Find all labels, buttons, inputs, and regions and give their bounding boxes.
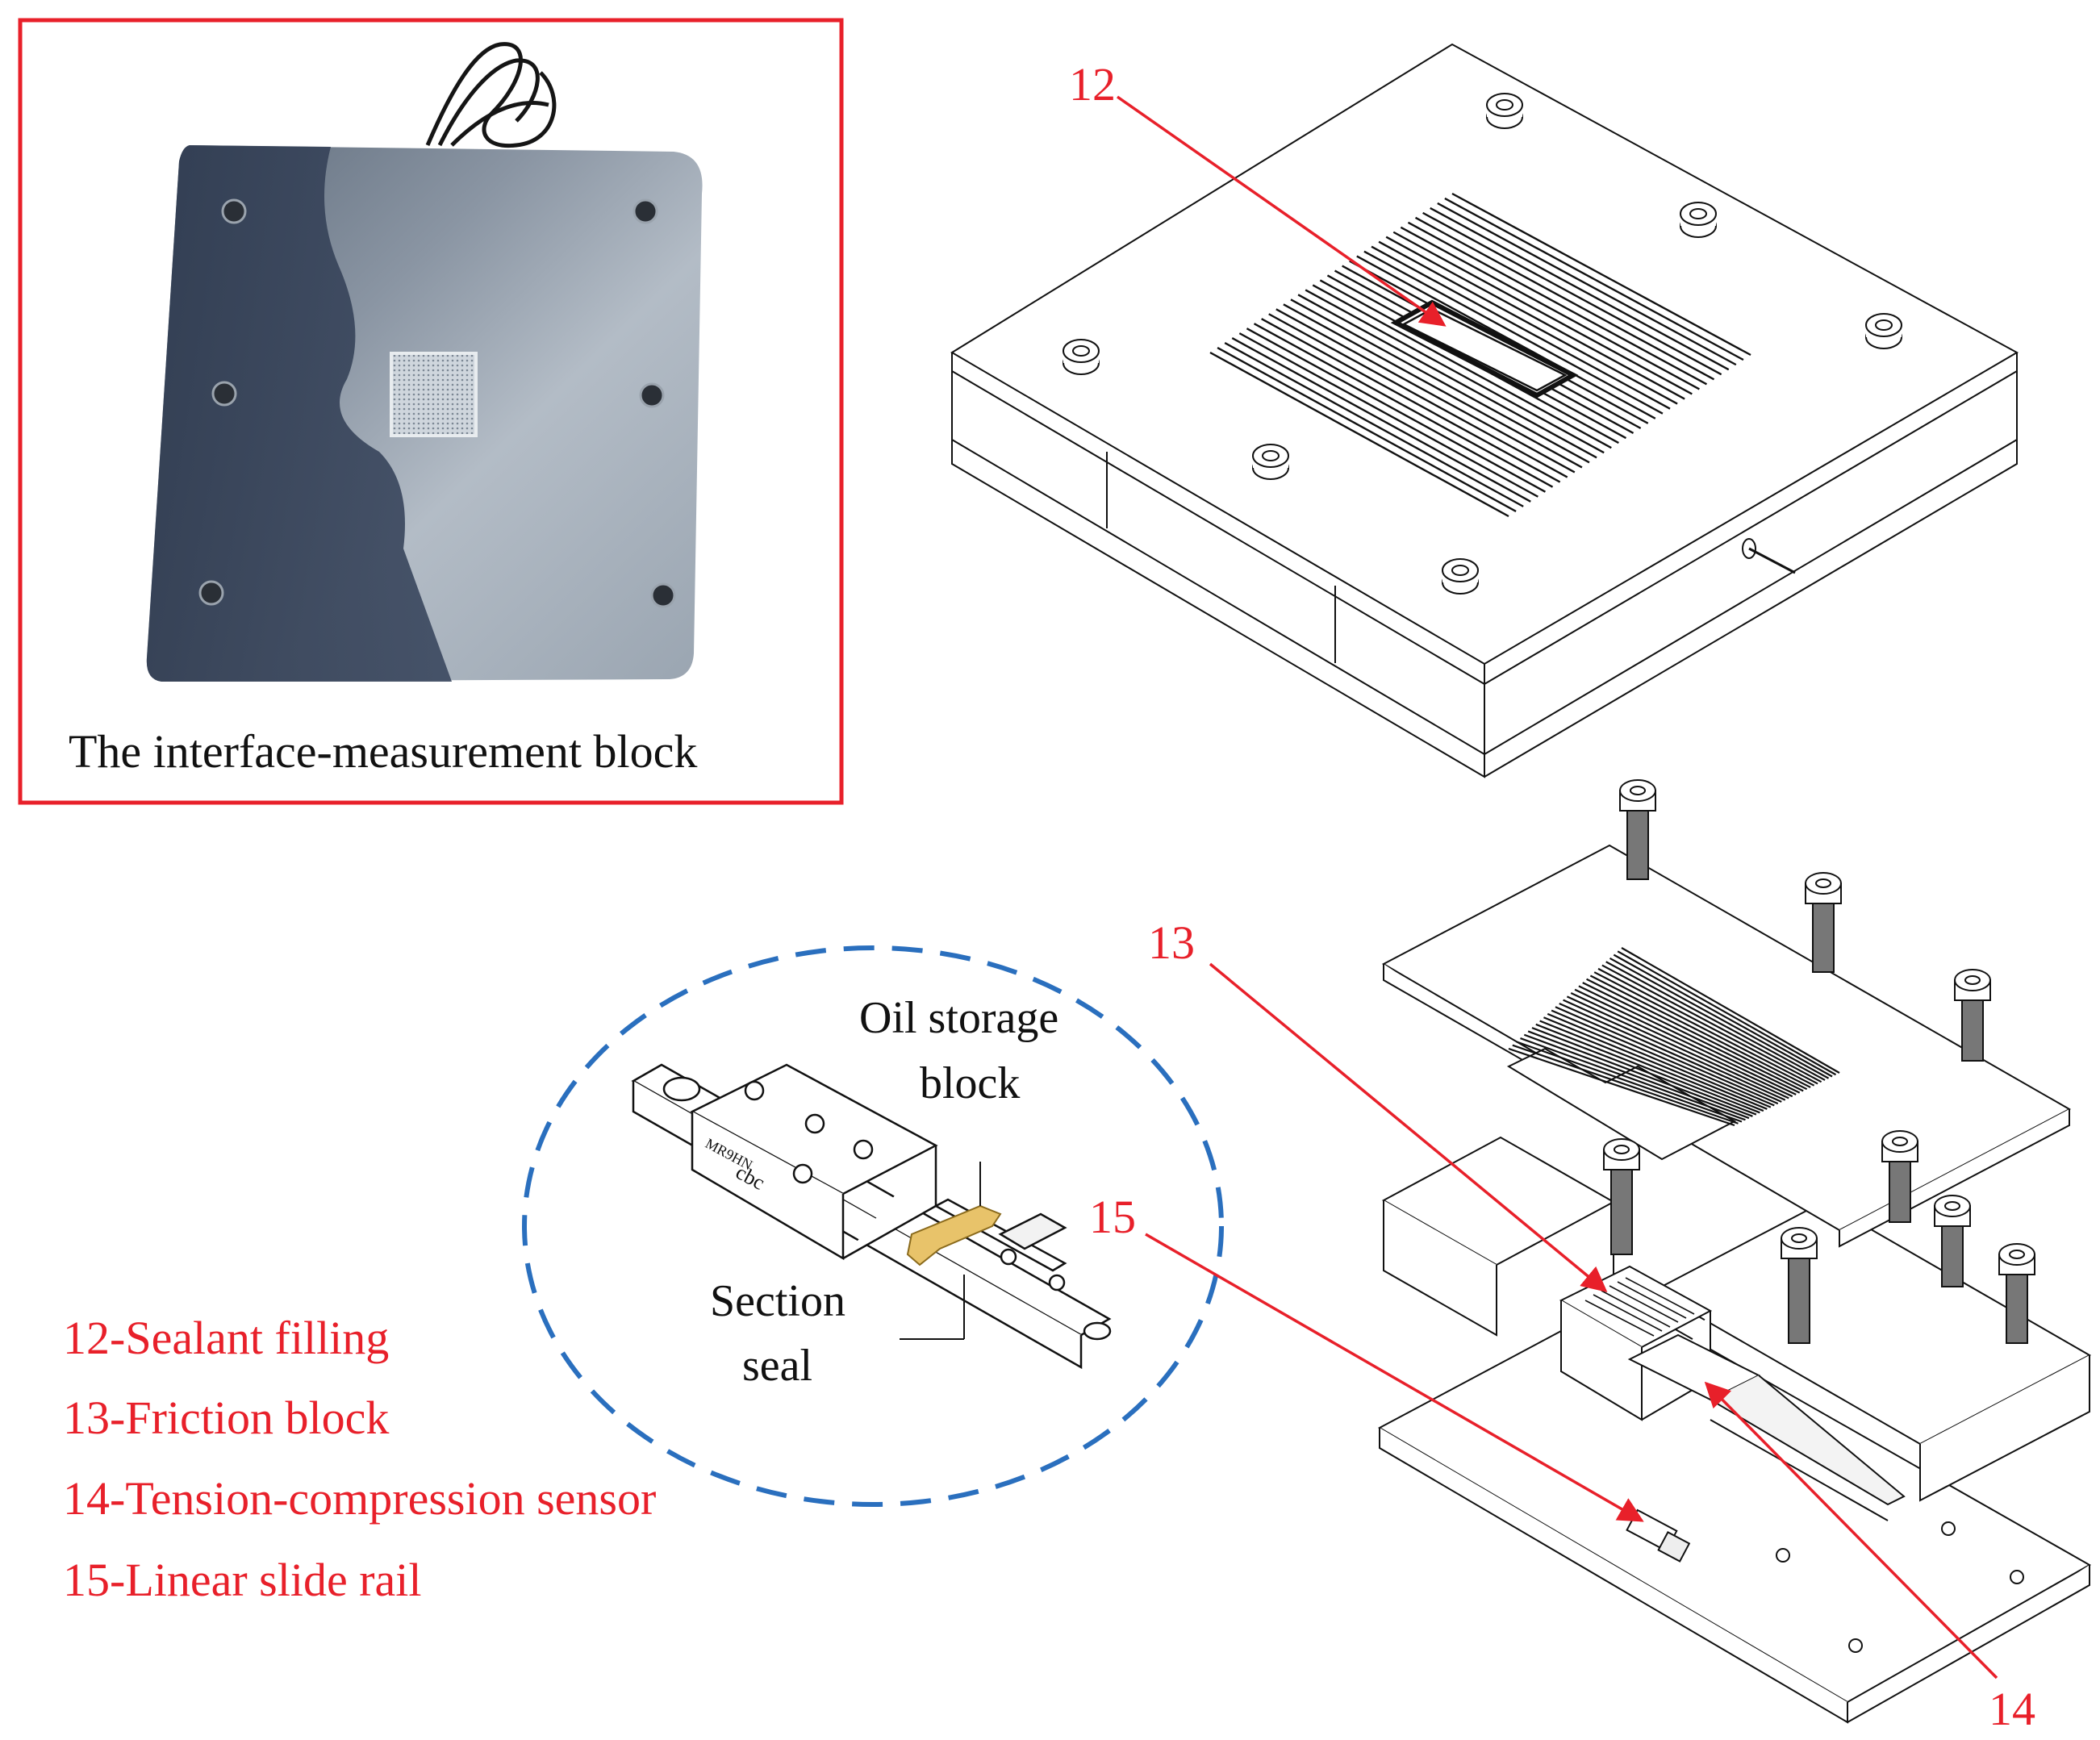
groove-line (1582, 982, 1804, 1092)
groove-line (1523, 1033, 1750, 1120)
callout-13: 13 (1148, 916, 1195, 969)
callout-14: 14 (1989, 1683, 2035, 1735)
groove-line (1559, 1002, 1782, 1103)
section-seal-label-line1: Section (710, 1276, 845, 1326)
groove-line (1231, 337, 1531, 503)
top-screw-heads (1063, 93, 1902, 595)
photo-caption: The interface-measurement block (69, 725, 698, 778)
exploded-fixture-drawing (1377, 844, 2092, 1724)
groove-line (1290, 298, 1590, 464)
screw-thread-icon (1961, 995, 1984, 1062)
screw-thread-icon (1941, 1221, 1964, 1287)
groove-line (1578, 985, 1801, 1094)
screw-thread-icon (1812, 899, 1835, 973)
groove-line (1253, 323, 1554, 488)
groove-line (1444, 197, 1744, 361)
groove-line (1621, 947, 1840, 1074)
groove-line (1520, 1037, 1746, 1121)
groove-line (1589, 974, 1811, 1088)
groove-line (1551, 1009, 1775, 1107)
groove-line (1613, 953, 1833, 1078)
screw-thread-icon (1626, 806, 1649, 880)
exploded-grooves (1508, 947, 1840, 1127)
groove-line (1601, 964, 1822, 1083)
groove-line (1261, 318, 1561, 483)
callout-arrows (1116, 95, 1998, 1679)
groove-line (1566, 995, 1789, 1099)
photo-bolts (198, 198, 676, 608)
groove-line (1597, 967, 1818, 1085)
screw-thread-icon (2006, 1270, 2028, 1344)
photo-shadow (146, 145, 452, 682)
groove-line (1414, 216, 1715, 381)
groove-line (1371, 245, 1671, 410)
groove-line (1268, 313, 1568, 478)
groove-line (1407, 221, 1708, 386)
arrow-15 (1145, 1233, 1644, 1522)
groove-line (1593, 971, 1815, 1087)
assembled-fixture-drawing (950, 43, 2019, 778)
oil-storage-block-part (906, 1204, 1002, 1266)
groove-line (1378, 240, 1678, 405)
groove-line (1609, 957, 1830, 1079)
groove-line (1217, 346, 1517, 512)
groove-line (1275, 308, 1576, 474)
legend-item-13: 13-Friction block (63, 1392, 390, 1444)
groove-line (1508, 1047, 1735, 1127)
groove-line (1430, 207, 1730, 371)
groove-line (1527, 1030, 1753, 1117)
sensor-cable (425, 42, 557, 148)
groove-line (1283, 303, 1583, 469)
groove-line (1574, 988, 1797, 1095)
screw-thread-icon (1788, 1254, 1810, 1344)
oil-storage-label-line1: Oil storage (859, 993, 1059, 1043)
groove-line (1356, 255, 1656, 419)
groove-line (1543, 1016, 1768, 1110)
groove-line (1547, 1012, 1772, 1108)
callout-15: 15 (1089, 1191, 1136, 1243)
groove-line (1531, 1027, 1757, 1116)
groove-line (1392, 231, 1693, 395)
groove-line (1535, 1023, 1760, 1114)
section-seal-label-line2: seal (742, 1341, 813, 1391)
groove-line (1224, 342, 1524, 507)
groove-line (1363, 250, 1664, 415)
groove-line (1437, 202, 1737, 366)
screw-thread-icon (1610, 1165, 1633, 1255)
groove-line (1570, 992, 1793, 1098)
groove-line (1605, 961, 1826, 1081)
screw-thread-icon (1889, 1157, 1911, 1223)
groove-line (1305, 289, 1605, 454)
groove-line (1312, 284, 1612, 449)
groove-line (1555, 1006, 1779, 1105)
groove-line (1209, 351, 1509, 518)
photo-mesh-window (390, 352, 478, 437)
legend-item-12: 12-Sealant filling (63, 1312, 390, 1364)
groove-line (1385, 236, 1685, 400)
groove-line (1297, 294, 1597, 459)
groove-line (1512, 1044, 1739, 1125)
groove-line (1617, 950, 1837, 1076)
groove-line (1539, 1020, 1764, 1112)
photo-panel (18, 18, 844, 805)
groove-line (1586, 978, 1808, 1091)
groove-line (1516, 1041, 1743, 1123)
groove-line (1238, 332, 1538, 498)
groove-line (1422, 211, 1722, 376)
oil-storage-label-line2: block (920, 1058, 1021, 1108)
arrow-13 (1209, 962, 1608, 1293)
arrow-14 (1704, 1381, 1998, 1679)
groove-line (1400, 226, 1700, 390)
legend-item-14: 14-Tension-compression sensor (63, 1472, 657, 1525)
exploded-screws (1603, 779, 2035, 1344)
legend-item-15: 15-Linear slide rail (63, 1554, 422, 1606)
groove-line (1451, 192, 1751, 357)
groove-line (1563, 999, 1786, 1101)
groove-line (1246, 328, 1547, 493)
arrow-12 (1116, 95, 1447, 327)
rail-detail-view (522, 945, 1224, 1507)
callout-12: 12 (1069, 58, 1116, 111)
